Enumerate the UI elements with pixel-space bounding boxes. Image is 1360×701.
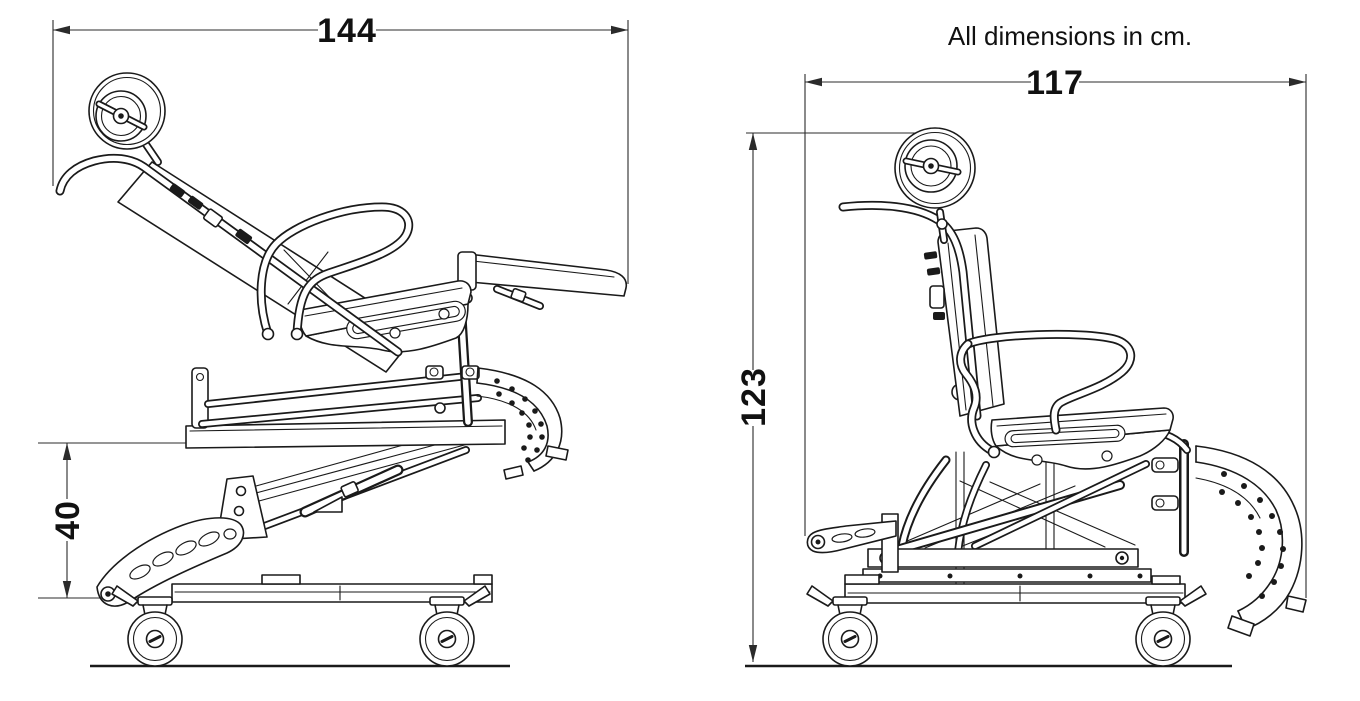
rear-caster-upright: [1134, 585, 1207, 668]
dimension-reclined-length: 144: [52, 12, 629, 284]
front-caster: [111, 585, 184, 668]
foot-pedal-upright: [806, 513, 899, 573]
dimension-lift-height-value: 40: [49, 500, 87, 540]
lift-mechanism: [216, 426, 470, 541]
headrest-upright: [894, 127, 976, 244]
front-caster-upright: [806, 585, 879, 668]
base-frame-upright: [844, 574, 1186, 604]
seat: [298, 280, 472, 353]
units-note: All dimensions in cm.: [948, 21, 1192, 51]
lift-platform: [185, 367, 506, 449]
seat-frame-rails: [198, 372, 482, 428]
leg-rest: [457, 251, 628, 310]
armrest-upright: [956, 329, 1136, 459]
dimension-upright-length-value: 117: [1026, 64, 1084, 102]
dimension-upright-length: 117: [804, 64, 1307, 598]
recline-lever: [235, 228, 253, 244]
dimension-upright-height-value: 123: [735, 367, 773, 427]
push-handle: [55, 153, 403, 357]
view-reclined-chair: 144 40: [38, 12, 629, 668]
lift-mechanism-lowered: [862, 451, 1152, 586]
dimension-upright-height: 123: [735, 132, 948, 662]
dimension-reclined-length-value: 144: [317, 12, 377, 50]
base-frame: [171, 574, 493, 603]
view-upright-chair: All dimensions in cm. 117 123: [735, 21, 1307, 668]
handle-clamp: [169, 183, 186, 198]
rear-caster: [418, 585, 491, 668]
armrest: [256, 202, 414, 341]
headrest: [88, 72, 166, 166]
